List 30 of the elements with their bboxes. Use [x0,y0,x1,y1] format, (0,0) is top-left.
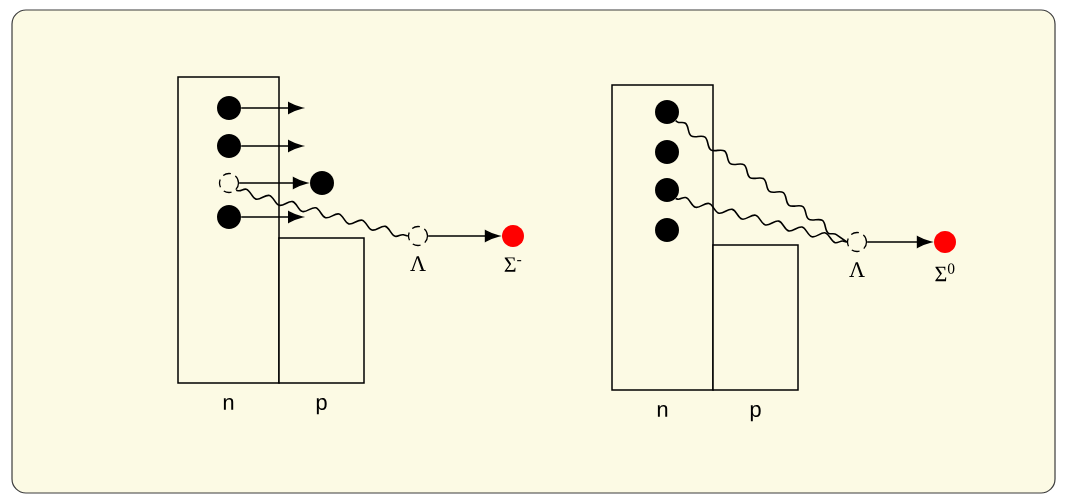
node-label: Λ [849,262,865,277]
rectangle-box: n [611,84,714,417]
particle-dot [655,178,679,202]
wavy-line [235,188,409,238]
arrow [238,177,308,189]
particle-dot [217,205,241,229]
arrow [240,140,303,152]
rectangle-box: p [278,237,365,415]
node-label: Λ [410,256,426,271]
node-label: Σ$^{-}$ [504,257,522,272]
wavy-line [674,196,848,244]
particle-dot [217,134,241,158]
hole-circle [218,172,240,194]
particle-dot [217,96,241,120]
arrow [427,230,500,242]
node-label: Σ$^{0}$ [935,263,955,282]
wavy-line [674,119,848,243]
node-label: p [316,397,327,415]
particle-dot [655,218,679,242]
particle-dot [310,171,334,195]
rectangle-box: p [712,244,799,422]
arrow [240,102,303,114]
node-label: n [657,404,668,417]
arrow [240,211,303,223]
rectangle-box: n [177,76,280,410]
particle-dot [655,100,679,124]
node-label: p [750,404,761,422]
particle-dot [655,140,679,164]
node-label: n [223,397,234,410]
arrow [866,236,932,248]
